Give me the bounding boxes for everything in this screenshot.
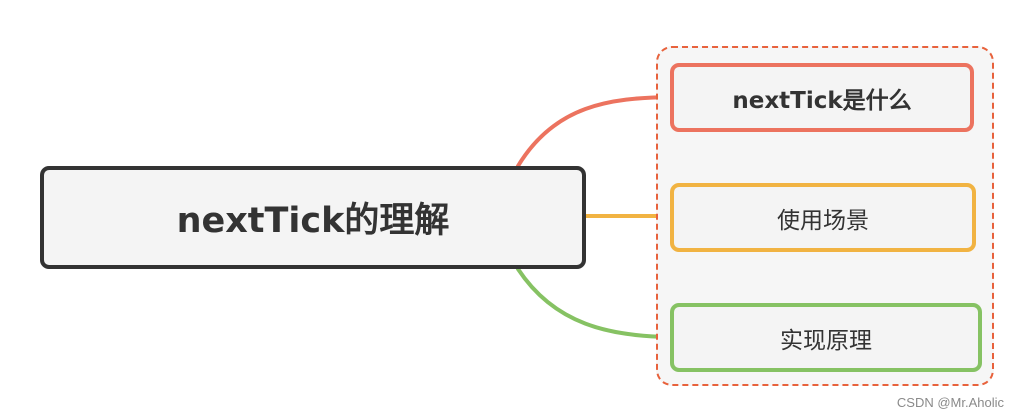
child-node-label: 使用场景 (777, 207, 869, 234)
child-node-what-is-nexttick[interactable]: nextTick是什么 (670, 63, 974, 132)
child-node-label: 实现原理 (780, 327, 872, 354)
watermark: CSDN @Mr.Aholic (896, 395, 1004, 410)
root-node-label: nextTick的理解 (176, 201, 450, 241)
child-node-use-cases[interactable]: 使用场景 (670, 183, 976, 252)
connector-to-node-3 (516, 267, 672, 339)
child-node-implementation[interactable]: 实现原理 (670, 303, 982, 372)
root-node[interactable]: nextTick的理解 (40, 166, 586, 269)
child-node-label: nextTick是什么 (732, 87, 912, 114)
connector-to-node-1 (516, 95, 672, 168)
